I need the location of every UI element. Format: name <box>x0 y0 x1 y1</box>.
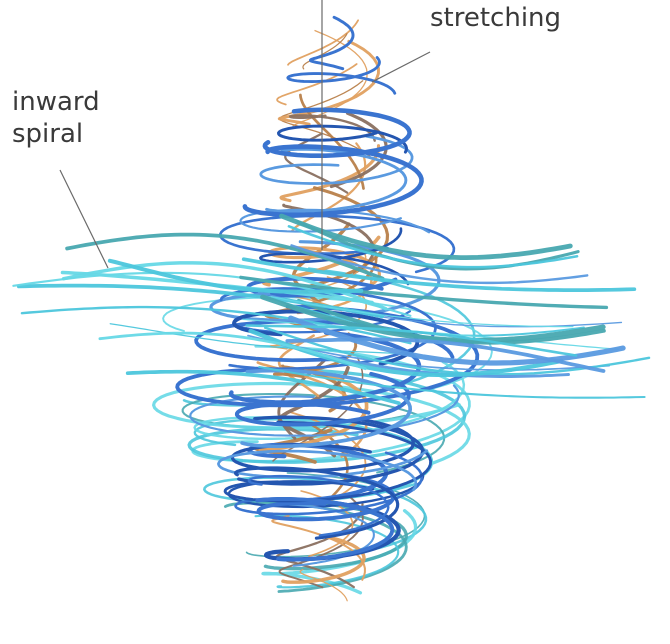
streamline <box>234 371 411 427</box>
streamline <box>277 124 408 154</box>
streamline <box>259 134 414 185</box>
streamline <box>98 331 367 371</box>
streamline <box>279 213 573 260</box>
streamline <box>285 337 606 373</box>
streamline <box>245 324 578 357</box>
streamline <box>281 534 366 584</box>
streamline <box>278 496 364 589</box>
streamline <box>239 275 609 310</box>
streamline <box>217 449 429 492</box>
inward-spiral-streamlines <box>12 213 651 406</box>
streamline <box>299 93 365 190</box>
streamline <box>289 114 376 142</box>
streamline <box>285 503 375 567</box>
streamline <box>262 107 412 158</box>
streamline <box>125 369 401 406</box>
streamline <box>241 257 637 292</box>
streamline <box>308 15 355 71</box>
streamline <box>256 473 396 522</box>
streamline <box>258 365 646 399</box>
streamline <box>237 415 425 486</box>
streamline <box>239 208 431 234</box>
streamline <box>288 315 626 366</box>
streamline <box>242 144 424 218</box>
streamline <box>228 330 422 405</box>
inward-spiral-label-line1: inward <box>12 87 100 117</box>
streamline <box>282 203 375 275</box>
streamline <box>286 56 397 95</box>
streamline <box>260 294 606 343</box>
streamline <box>223 420 433 503</box>
blue-spiral-streamlines <box>175 15 480 567</box>
streamline <box>247 474 390 537</box>
streamline <box>258 366 369 454</box>
streamline <box>287 225 579 269</box>
streamline <box>109 323 404 355</box>
streamline <box>218 214 456 274</box>
streamline <box>287 19 359 66</box>
stretching-pointer-line <box>371 51 431 83</box>
streamline <box>275 502 364 589</box>
streamline <box>107 258 364 294</box>
inward-spiral-leader-line <box>59 169 109 269</box>
stretching-label: stretching <box>430 3 562 33</box>
streamline <box>299 568 348 602</box>
streamline <box>12 271 412 317</box>
streamline <box>277 39 380 126</box>
streamline <box>290 244 589 285</box>
streamline <box>240 368 413 449</box>
inward-spiral-label: inward spiral <box>12 86 100 150</box>
streamline <box>270 295 574 328</box>
streamline <box>65 232 385 281</box>
streamline <box>255 496 395 562</box>
inward-spiral-label-line2: spiral <box>12 119 84 149</box>
streamline <box>175 304 480 408</box>
streamline <box>233 466 400 540</box>
streamline <box>329 111 388 189</box>
annotation-leader-lines <box>59 0 431 269</box>
streamline <box>276 63 358 106</box>
